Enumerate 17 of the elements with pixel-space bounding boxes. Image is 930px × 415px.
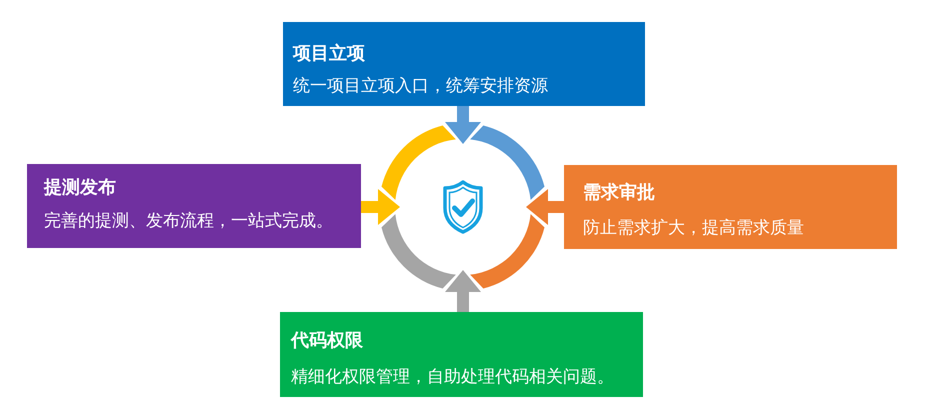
step-card — [283, 22, 645, 106]
step-description: 完善的提测、发布流程，一站式完成。 — [44, 210, 333, 232]
step-card — [564, 165, 897, 249]
arrow — [526, 189, 564, 225]
step-title: 项目立项 — [293, 42, 365, 65]
step-card — [27, 164, 361, 248]
step-title: 代码权限 — [291, 329, 363, 352]
arrow — [445, 270, 481, 312]
step-card — [280, 312, 643, 397]
cycle-ring — [379, 123, 547, 291]
step-title: 需求审批 — [583, 181, 655, 204]
arrow — [445, 106, 481, 144]
arrow — [361, 189, 400, 225]
step-description: 精细化权限管理，自助处理代码相关问题。 — [291, 366, 614, 388]
step-title: 提测发布 — [44, 176, 116, 199]
step-description: 防止需求扩大，提高需求质量 — [583, 217, 804, 239]
step-description: 统一项目立项入口，统筹安排资源 — [293, 75, 548, 97]
